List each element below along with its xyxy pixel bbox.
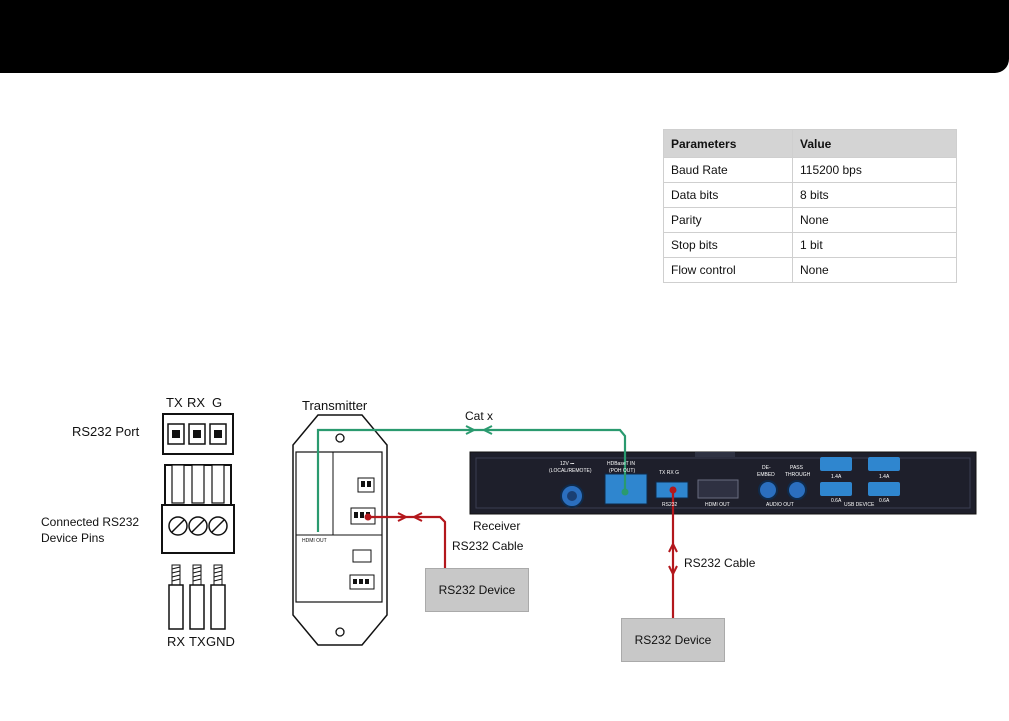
- pin-label-bottom-rx: RX: [167, 634, 186, 649]
- table-row: Parity None: [663, 207, 957, 233]
- table-row: Data bits 8 bits: [663, 182, 957, 208]
- table-cell: Flow control: [663, 257, 793, 283]
- rx-hdmi-out-label: HDMI OUT: [705, 502, 730, 508]
- rs232-cable-label-receiver: RS232 Cable: [684, 556, 756, 570]
- rs232-cable-label-transmitter: RS232 Cable: [452, 539, 524, 553]
- rx-rs232-pins-label: TX RX G: [659, 470, 680, 476]
- table-cell: Data bits: [663, 182, 793, 208]
- rs232-port-connector: [162, 413, 234, 455]
- cat-x-cable: [316, 425, 629, 532]
- wire-ends: [168, 564, 226, 630]
- rx-de-embed-label-2: EMBED: [757, 472, 775, 478]
- rs232-device-transmitter: RS232 Device: [425, 568, 529, 612]
- table-row: Stop bits 1 bit: [663, 232, 957, 258]
- rs232-port-label: RS232 Port: [72, 424, 140, 439]
- header-value: Value: [792, 129, 957, 158]
- rx-amp-label: 0.6A: [831, 498, 842, 504]
- receiver-label: Receiver: [473, 519, 521, 533]
- rs232-parameters-table: Parameters Value Baud Rate 115200 bps Da…: [663, 129, 957, 283]
- pin-label-tx: TX: [166, 395, 183, 410]
- table-header-row: Parameters Value: [663, 129, 957, 158]
- rx-power-label: 12V ⎓: [560, 461, 575, 467]
- rx-amp-label: 1.4A: [831, 474, 842, 480]
- connected-pins-label-1: Connected RS232: [41, 515, 140, 529]
- rx-pass-label-2: THROUGH: [785, 472, 811, 478]
- rs232-cable-transmitter: [364, 512, 447, 570]
- rs232-device-receiver: RS232 Device: [621, 618, 725, 662]
- rx-hdbaset-sub-label: (POH OUT): [609, 468, 636, 474]
- rx-pass-label: PASS: [790, 465, 803, 471]
- connected-pins-label-2: Device Pins: [41, 531, 105, 545]
- rx-usb-device-label: USB DEVICE: [844, 502, 875, 508]
- transmitter-wall-plate: [292, 414, 388, 646]
- rx-rs232-label: RS232: [662, 502, 678, 508]
- rx-de-embed-label: DE-: [762, 465, 771, 471]
- rx-amp-label: 1.4A: [879, 474, 890, 480]
- rx-audio-out-label: AUDIO OUT: [766, 502, 794, 508]
- cat-x-label: Cat x: [465, 409, 494, 423]
- table-cell: Stop bits: [663, 232, 793, 258]
- receiver-panel: [469, 451, 977, 515]
- header-bar: [0, 0, 1009, 73]
- rx-hdbaset-label: HDBaseT IN: [607, 461, 635, 467]
- pin-label-g: G: [212, 395, 223, 410]
- rx-amp-label: 0.6A: [879, 498, 890, 504]
- table-cell: None: [792, 257, 957, 283]
- rx-power-sub-label: (LOCAL/REMOTE): [549, 468, 592, 474]
- table-row: Flow control None: [663, 257, 957, 283]
- header-parameters: Parameters: [663, 129, 793, 158]
- rs232-plug-connector: [161, 464, 235, 554]
- rs232-cable-receiver: [668, 486, 678, 620]
- pin-label-bottom-gnd: GND: [206, 634, 235, 649]
- table-cell: None: [792, 207, 957, 233]
- table-cell: 115200 bps: [792, 157, 957, 183]
- table-cell: 1 bit: [792, 232, 957, 258]
- pin-label-rx: RX: [187, 395, 206, 410]
- table-cell: 8 bits: [792, 182, 957, 208]
- pin-label-bottom-tx: TX: [189, 634, 206, 649]
- tx-hdmi-out-label: HDMI OUT: [302, 538, 327, 544]
- transmitter-label: Transmitter: [302, 398, 368, 413]
